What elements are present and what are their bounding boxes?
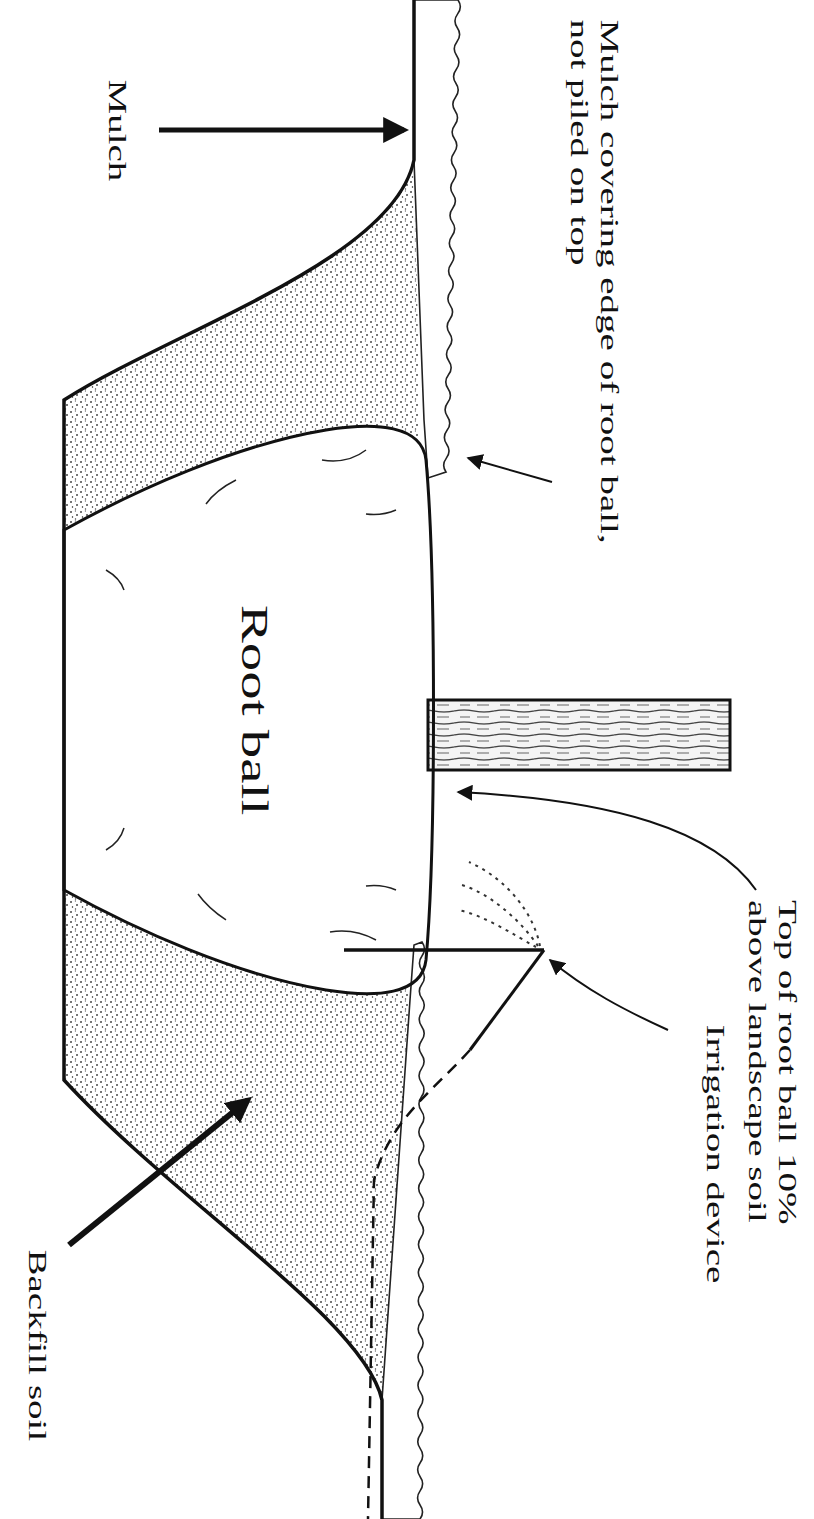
leader-arrow — [468, 458, 552, 482]
node-label: Root ball — [233, 605, 277, 816]
leader-arrow — [69, 1100, 248, 1245]
mulch-layer — [382, 942, 424, 1519]
planting-hole-outline — [64, 0, 414, 1519]
irrigation-spray — [458, 910, 536, 947]
root-hair — [106, 570, 124, 590]
irrigation-stake — [344, 948, 544, 952]
irrigation-spray — [462, 885, 538, 946]
mulch-layer — [414, 0, 460, 478]
backfill-label: Backfill soil — [22, 1250, 52, 1442]
root-hair — [198, 894, 226, 920]
root-ball-outline-path — [64, 426, 434, 993]
root-ball-height-note: Top of root ball 10% above landscape soi… — [742, 900, 802, 1253]
irrigation-label: Irrigation device — [700, 1025, 730, 1284]
leader-arrow — [550, 960, 668, 1030]
tree-trunk — [428, 700, 730, 770]
label-holder: Irrigation device — [700, 1025, 730, 1284]
root-ball: Root ball — [58, 420, 436, 1000]
mulch-label: Mulch — [102, 80, 132, 182]
root-hair — [366, 885, 396, 889]
root-ball-fill — [64, 426, 434, 993]
irrigation-spray — [469, 862, 540, 946]
label-holder: Mulch covering edge of root ball, not pi… — [564, 20, 624, 568]
irrigation-feed — [470, 950, 544, 1050]
root-hair — [206, 480, 236, 504]
root-hair — [366, 510, 396, 514]
label-holder: Mulch — [102, 80, 132, 182]
root-hair — [322, 450, 366, 461]
label-holder: Top of root ball 10% above landscape soi… — [742, 900, 802, 1253]
root-hair — [330, 931, 376, 940]
leader-arrow — [458, 792, 756, 890]
mulch-note: Mulch covering edge of root ball, not pi… — [564, 20, 624, 568]
root-hair — [106, 828, 124, 850]
label-holder: Backfill soil — [22, 1250, 52, 1442]
leader-arrow — [159, 128, 404, 133]
